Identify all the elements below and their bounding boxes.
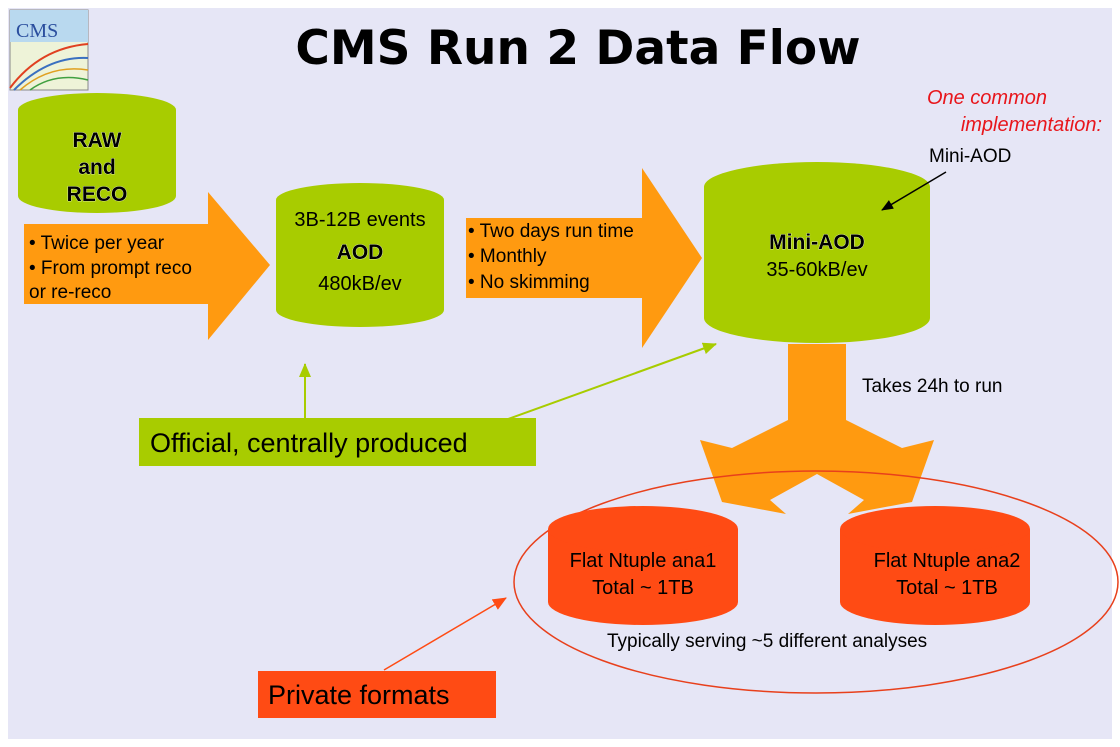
note-line-3: Mini-AOD bbox=[929, 146, 1011, 167]
miniaod-database: Mini-AOD 35-60kB/ev bbox=[704, 162, 930, 343]
aod-database: 3B-12B events AOD 480kB/ev bbox=[276, 183, 444, 327]
cms-logo: CMS bbox=[9, 9, 89, 91]
official-callout: Official, centrally produced bbox=[139, 342, 717, 466]
arrow1-bullet-2: • From prompt reco bbox=[29, 258, 192, 279]
aod-name-label: AOD bbox=[337, 241, 384, 264]
official-label: Official, centrally produced bbox=[150, 428, 468, 458]
logo-text: CMS bbox=[16, 20, 58, 42]
ntuple-ana2-database: Flat Ntuple ana2 Total ~ 1TB bbox=[840, 506, 1030, 625]
note-line-2: implementation: bbox=[961, 114, 1102, 136]
arrow-raw-to-aod: • Twice per year • From prompt reco or r… bbox=[24, 192, 270, 340]
takes-24h-label: Takes 24h to run bbox=[862, 376, 1002, 397]
aod-size-label: 480kB/ev bbox=[318, 273, 401, 295]
private-formats-callout: Private formats bbox=[258, 597, 507, 718]
ntuple-ana1-database: Flat Ntuple ana1 Total ~ 1TB bbox=[548, 506, 738, 625]
serving-label: Typically serving ~5 different analyses bbox=[607, 631, 927, 652]
ntuple2-name: Flat Ntuple ana2 bbox=[874, 550, 1021, 572]
raw-label: RAW bbox=[73, 129, 122, 152]
arrow2-bullet-3: • No skimming bbox=[468, 272, 590, 293]
ntuple1-size: Total ~ 1TB bbox=[592, 577, 694, 599]
miniaod-name-label: Mini-AOD bbox=[769, 231, 865, 254]
aod-events-label: 3B-12B events bbox=[294, 209, 425, 231]
arrow2-bullet-1: • Two days run time bbox=[468, 221, 634, 242]
and-label: and bbox=[78, 156, 115, 179]
arrow2-bullet-2: • Monthly bbox=[468, 246, 547, 267]
arrow-aod-to-miniaod: • Two days run time • Monthly • No skimm… bbox=[466, 168, 702, 348]
private-formats-ellipse bbox=[513, 470, 1119, 694]
raw-reco-database: RAW and RECO bbox=[18, 93, 176, 213]
ntuple2-size: Total ~ 1TB bbox=[896, 577, 998, 599]
arrow1-bullet-3: or re-reco bbox=[29, 282, 111, 303]
miniaod-size-label: 35-60kB/ev bbox=[766, 259, 867, 281]
page-title: CMS Run 2 Data Flow bbox=[295, 21, 860, 76]
arrow1-bullet-1: • Twice per year bbox=[29, 233, 165, 254]
reco-label: RECO bbox=[67, 183, 128, 206]
split-arrow bbox=[700, 344, 934, 514]
private-formats-label: Private formats bbox=[268, 680, 450, 710]
implementation-note: One common implementation: Mini-AOD bbox=[881, 87, 1102, 211]
ntuple1-name: Flat Ntuple ana1 bbox=[570, 550, 717, 572]
note-line-1: One common bbox=[927, 87, 1047, 109]
